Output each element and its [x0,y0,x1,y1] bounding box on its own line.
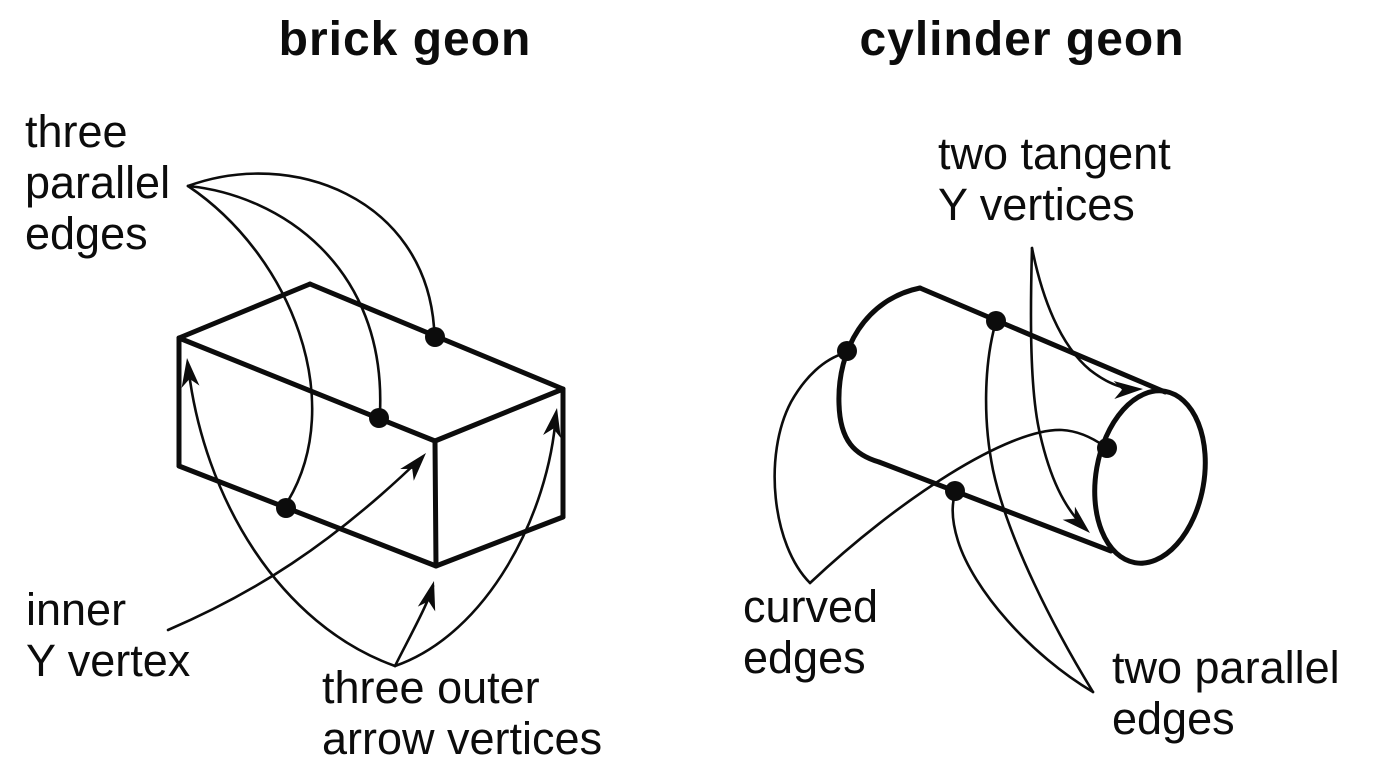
cylinder-end-ellipse [1092,388,1208,566]
leader-tangent-top [1030,246,1138,391]
cylinder-parallel-edge-dot-bottom [945,481,965,501]
brick-edge-top-front-right [432,386,566,444]
outer-arrow-vertex-c [543,408,561,439]
brick-edge-top-back-left [176,281,313,341]
tangent-y-vertex-bottom-arrow [1062,506,1090,533]
leader-curved-edge-right [808,428,1106,585]
inner-y-vertex-arrow [400,453,426,481]
brick-parallel-edge-dot-middle [369,408,389,428]
cylinder-curved-edge-dot-right [1097,438,1117,458]
leader-lines [166,172,1138,694]
brick-edge-bottom-right [433,514,566,569]
leader-curved-edge-left [773,351,847,585]
outer-arrow-vertex-b [417,581,436,612]
brick-edge-top-front-left [176,335,438,444]
label-three-outer-arrow-vertices: three outer arrow vertices [322,662,603,764]
label-inner-y-vertex: inner Y vertex [26,584,191,686]
cylinder-parallel-edge-dot-top [986,311,1006,331]
outer-arrow-vertex-a [181,358,200,388]
brick-parallel-edge-dot-bottom [276,498,296,518]
brick-parallel-edge-dot-top [425,327,445,347]
label-two-parallel-edges: two parallel edges [1112,642,1340,744]
leader-inner-y-vertex [166,456,423,632]
brick-edge-bottom-left [176,463,439,569]
label-two-tangent-y-vertices: two tangent Y vertices [938,128,1171,230]
label-three-parallel-edges: three parallel edges [25,106,171,259]
leader-outer-arrow-c [393,412,558,668]
leader-tangent-bottom [1029,246,1086,529]
leader-parallel-edges-3 [186,184,314,503]
brick-edge-center-vertical [432,438,439,569]
cylinder-curved-edge-dot-left [837,341,857,361]
cylinder-bottom-edge [876,459,1114,554]
leader-parallel-edges-1 [186,172,436,329]
cylinder-top-edge [917,285,1168,395]
shape-outlines [176,281,1208,569]
brick-geon-title: brick geon [278,13,532,66]
cylinder-geon-title: cylinder geon [859,13,1185,66]
leader-parallel-edges-2 [186,184,382,414]
arrowheads [181,358,1143,612]
label-curved-edges: curved edges [743,581,879,683]
edge-marker-dots [276,311,1117,518]
tangent-y-vertex-top-arrow [1113,381,1143,400]
cylinder-left-end [836,285,923,465]
leader-outer-arrow-a [186,363,397,668]
leader-two-parallel-b [984,323,1095,694]
leader-two-parallel-a [951,492,1095,694]
